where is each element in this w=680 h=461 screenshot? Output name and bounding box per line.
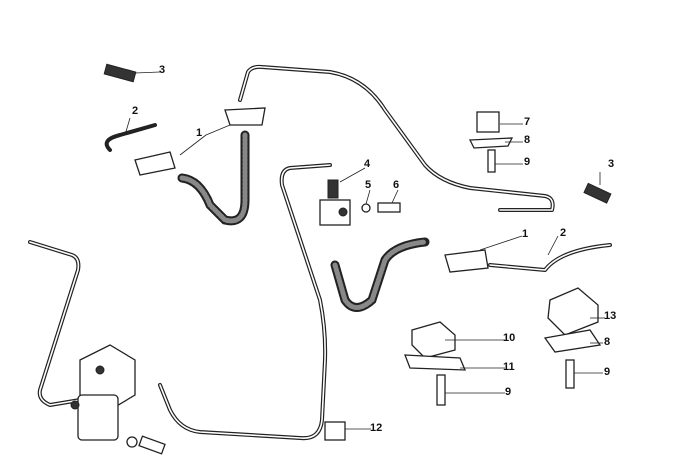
label-12: 12: [370, 422, 383, 434]
plate-11: [404, 354, 466, 371]
clip-7: [476, 111, 500, 133]
label-7: 7: [524, 116, 531, 128]
label-8-top: 8: [524, 134, 531, 146]
label-2-right: 2: [560, 227, 567, 239]
brake-pipe-top-left: [104, 123, 157, 152]
label-4: 4: [364, 158, 371, 170]
label-11: 11: [503, 361, 515, 373]
screw-9-middle: [436, 374, 446, 406]
washer-5: [361, 203, 371, 213]
label-6: 6: [393, 179, 400, 191]
bleeder-screw-left: [103, 63, 137, 83]
label-5: 5: [365, 179, 372, 191]
hose-bracket-left: [134, 151, 176, 176]
label-9-top: 9: [524, 156, 531, 168]
t-piece-fitting: [327, 179, 339, 199]
clip-12: [324, 421, 346, 441]
bolt-6: [377, 202, 401, 213]
label-2-top-left: 2: [132, 105, 139, 117]
brake-hose-center: [330, 237, 430, 312]
hose-bracket-right: [444, 249, 489, 273]
brake-pipe-left: [28, 240, 82, 407]
brake-pipe-top: [238, 64, 555, 212]
t-piece-bore: [338, 207, 348, 217]
leader-lines: [124, 71, 605, 430]
label-8-right: 8: [604, 336, 611, 348]
label-9-middle: 9: [505, 386, 512, 398]
plate-8-top: [468, 137, 514, 149]
plate-8-right: [543, 329, 602, 353]
label-13: 13: [604, 310, 617, 322]
clip-13: [547, 287, 599, 336]
label-3-right: 3: [608, 158, 615, 170]
brake-hose-left: [177, 130, 250, 226]
brake-pressure-valve: [70, 344, 166, 455]
brake-pipe-right: [488, 243, 612, 272]
clip-10: [411, 321, 456, 359]
screw-9-top: [487, 149, 496, 173]
label-9-right: 9: [604, 366, 611, 378]
label-1-right: 1: [522, 228, 529, 240]
hose-bracket-top: [224, 107, 266, 126]
label-10: 10: [503, 332, 516, 344]
label-1-top-left: 1: [196, 127, 203, 139]
screw-9-right: [565, 359, 575, 389]
bleeder-screw-right: [583, 182, 612, 204]
brake-pipe-center: [158, 163, 332, 441]
label-3-top-left: 3: [159, 64, 166, 76]
